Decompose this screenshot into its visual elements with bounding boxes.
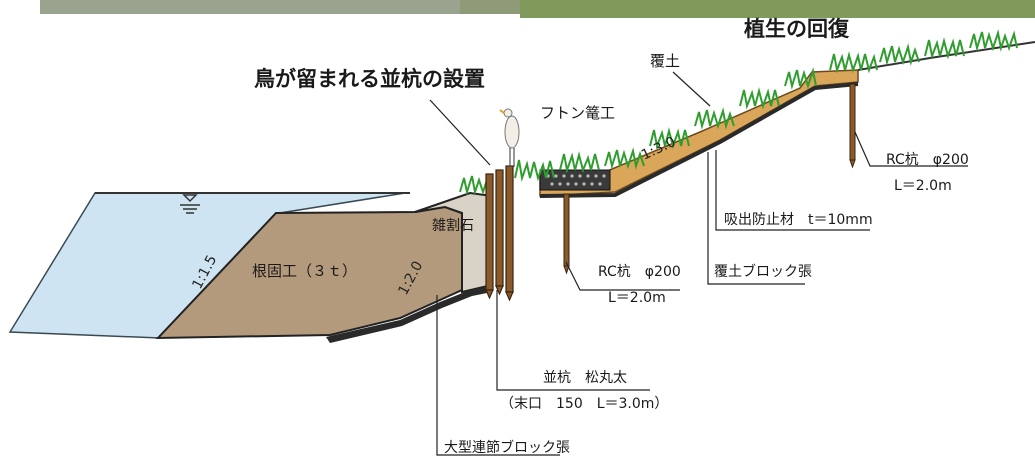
grass-vegetation xyxy=(459,29,1018,196)
label-rc-pile-upper-length: L＝2.0m xyxy=(894,178,952,194)
label-vegetation-recovery: 植生の回復 xyxy=(744,17,850,41)
large-articulated-block xyxy=(326,286,492,343)
heron-bird-icon xyxy=(499,108,520,167)
label-rc-pile-lower-length: L＝2.0m xyxy=(608,290,666,306)
parallel-log-piles xyxy=(485,165,514,302)
futon-gabion xyxy=(539,169,611,191)
water-level-icon xyxy=(180,194,200,214)
label-rc-pile-lower: RC杭 φ200 xyxy=(598,264,681,280)
label-bird-perch-piles: 鳥が留まれる並杭の設置 xyxy=(254,67,485,91)
label-futon-gabion: フトン篭工 xyxy=(540,104,615,122)
cover-block-underside xyxy=(539,82,859,198)
rubble-stone xyxy=(414,191,493,294)
label-large-block: 大型連節ブロック張 xyxy=(444,439,570,456)
leader-lines xyxy=(429,71,968,456)
rc-pile-lower xyxy=(563,193,570,275)
label-parallel-piles: 並杭 松丸太 xyxy=(543,370,627,386)
label-cover-soil: 覆土 xyxy=(650,52,680,70)
gabion-dots xyxy=(546,174,606,186)
label-foot-protection: 根固工（３ｔ） xyxy=(252,262,357,280)
label-absorption-sheet: 吸出防止材 t＝10mm xyxy=(724,212,873,228)
rc-pile-upper xyxy=(849,83,856,169)
label-rubble: 雑割石 xyxy=(432,217,474,234)
label-parallel-piles-spec: （末口 150 L＝3.0m） xyxy=(500,396,668,412)
label-cover-block: 覆土ブロック張 xyxy=(714,263,812,280)
photo-strip xyxy=(40,0,1035,18)
label-rc-pile-upper: RC杭 φ200 xyxy=(886,152,969,168)
